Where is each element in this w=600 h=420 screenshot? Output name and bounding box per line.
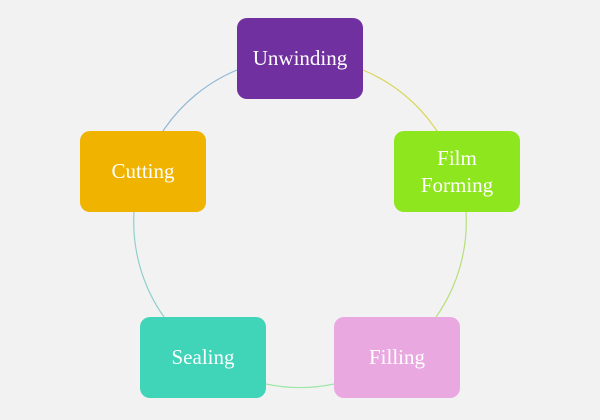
connector-unwinding-to-film-forming (362, 69, 438, 132)
step-filling: Filling (334, 317, 460, 398)
connector-film-forming-to-filling (435, 211, 467, 318)
step-film-forming: Film Forming (394, 131, 520, 212)
step-unwinding: Unwinding (237, 18, 363, 99)
connector-sealing-to-cutting (133, 211, 165, 318)
connector-cutting-to-unwinding (162, 69, 238, 132)
step-sealing: Sealing (140, 317, 266, 398)
connector-filling-to-sealing (265, 383, 335, 389)
step-cutting: Cutting (80, 131, 206, 212)
